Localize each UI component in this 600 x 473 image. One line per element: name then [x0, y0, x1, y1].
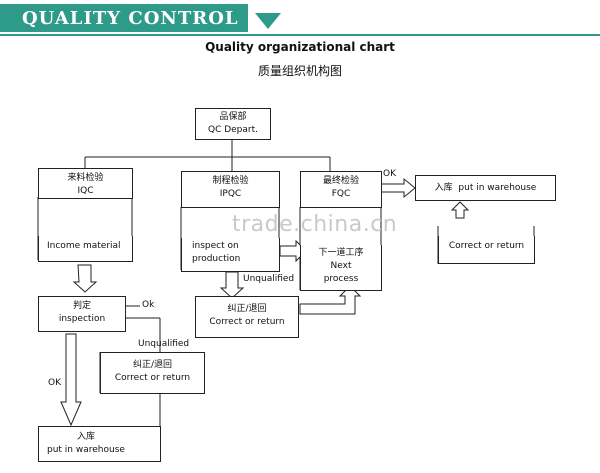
- fqc-label-en: FQC: [331, 189, 351, 199]
- correct-mid-cn: 纠正/退回: [227, 304, 267, 314]
- next-process-en-1: Next: [330, 261, 352, 271]
- unqualified-label-low: Unqualified: [138, 339, 190, 349]
- correct-mid-en: Correct or return: [209, 317, 285, 327]
- iqc-label-en: IQC: [77, 186, 94, 196]
- unqualified-label-mid: Unqualified: [243, 274, 295, 284]
- banner-divider: [0, 34, 600, 36]
- iqc-box: 来料检验 IQC: [38, 168, 133, 199]
- chart-title: Quality organizational chart: [205, 40, 395, 54]
- warehouse-bottom-en: put in warehouse: [47, 445, 125, 455]
- ipqc-label-cn: 制程检验: [212, 176, 249, 186]
- ok-label-top: OK: [383, 169, 396, 179]
- inspect-production-box: inspect on production: [181, 238, 280, 272]
- judgment-label-cn: 判定: [72, 301, 91, 311]
- inspect-line-2: production: [192, 254, 241, 264]
- inspect-line-1: inspect on: [192, 241, 239, 251]
- next-process-en-2: process: [323, 274, 359, 284]
- warehouse-bottom-box: 入库 put in warehouse: [38, 426, 161, 462]
- next-process-cn: 下一道工序: [318, 248, 364, 258]
- warehouse-top-box: 入库 put in warehouse: [415, 175, 556, 201]
- fqc-label-cn: 最终检验: [322, 176, 359, 186]
- correct-return-mid-box: 纠正/退回 Correct or return: [195, 296, 299, 338]
- income-material-label: Income material: [47, 241, 121, 251]
- next-process-box: 下一道工序 Next process: [300, 245, 382, 291]
- ipqc-box: 制程检验 IPQC: [181, 171, 280, 208]
- ipqc-label-en: IPQC: [219, 189, 242, 199]
- chart-subtitle: 质量组织机构图: [257, 64, 342, 78]
- ok-label-judgment: Ok: [142, 300, 155, 310]
- warehouse-bottom-cn: 入库: [77, 432, 96, 442]
- correct-low-en: Correct or return: [114, 373, 191, 383]
- correct-return-low-box: 纠正/退回 Correct or return: [100, 352, 205, 394]
- warehouse-top-label: 入库 put in warehouse: [416, 182, 555, 195]
- ok-label-left: OK: [48, 378, 61, 388]
- qc-label-en: QC Depart.: [207, 125, 258, 135]
- warehouse-top-cn: 入库: [434, 183, 453, 193]
- income-material-box: Income material: [38, 236, 133, 262]
- correct-return-right-box: Correct or return: [438, 236, 535, 264]
- qc-department-box: 品保部 QC Depart.: [195, 108, 271, 140]
- watermark: trade.china.cn: [232, 212, 398, 237]
- warehouse-top-en: put in warehouse: [458, 183, 537, 193]
- qc-label-cn: 品保部: [219, 112, 247, 122]
- chevron-down-icon: [255, 13, 281, 29]
- judgment-label-en: inspection: [58, 314, 106, 324]
- iqc-label-cn: 来料检验: [67, 173, 104, 183]
- correct-right-label: Correct or return: [448, 241, 525, 251]
- header-banner: QUALITY CONTROL: [0, 4, 600, 36]
- fqc-box: 最终检验 FQC: [300, 171, 382, 208]
- banner-bar: [0, 4, 248, 32]
- banner-title: QUALITY CONTROL: [22, 8, 239, 29]
- judgment-box: 判定 inspection: [38, 296, 126, 332]
- correct-low-cn: 纠正/退回: [132, 360, 173, 370]
